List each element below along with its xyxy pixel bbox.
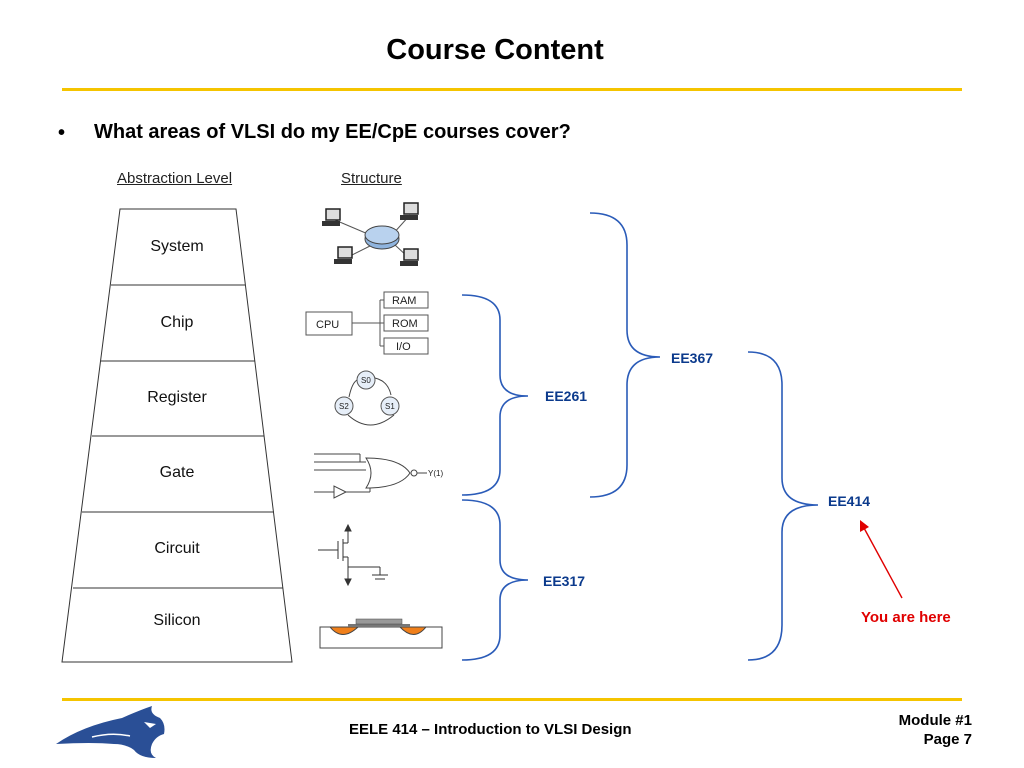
title-divider [62, 88, 962, 91]
footer-divider [62, 698, 962, 701]
module-number: Module #1 [898, 712, 972, 729]
question-text: What areas of VLSI do my EE/CpE courses … [94, 121, 571, 143]
abstraction-trapezoid [61, 208, 293, 663]
level-register: Register [147, 389, 207, 406]
ram-label: RAM [392, 295, 416, 307]
register-state-machine: S0 S2 S1 [334, 370, 400, 426]
course-ee317: EE317 [543, 573, 586, 589]
bobcat-logo [56, 706, 165, 758]
abstraction-level-header: Abstraction Level [117, 170, 233, 187]
footer-page-info: Module #1 Page 7 [899, 711, 972, 749]
level-gate: Gate [159, 464, 195, 481]
state-s1-label: S1 [385, 402, 395, 411]
level-system: System [150, 238, 204, 255]
cpu-label: CPU [316, 319, 339, 331]
level-silicon: Silicon [153, 612, 201, 629]
level-circuit: Circuit [154, 540, 200, 557]
state-s0-label: S0 [361, 376, 371, 385]
silicon-cross-section-icon [319, 618, 443, 649]
ee261-brace [461, 294, 529, 496]
bullet-marker: • [58, 122, 66, 144]
course-ee261: EE261 [545, 388, 588, 404]
level-chip: Chip [160, 314, 194, 331]
annotation-arrowhead [860, 520, 869, 532]
structure-icons: CPU RAM ROM I/O S0 S2 S1 Y( [305, 202, 443, 649]
ee367-brace [589, 212, 661, 498]
slide-title: Course Content [386, 34, 604, 66]
rom-label: ROM [392, 318, 418, 330]
ee414-brace [747, 351, 819, 661]
structure-header: Structure [341, 170, 402, 187]
chip-block-diagram: CPU RAM ROM I/O [305, 291, 429, 355]
circuit-transistor-icon [318, 523, 388, 587]
system-network-icon [322, 202, 419, 266]
gate-logic-icon: Y(1) [314, 453, 443, 499]
io-label: I/O [396, 341, 411, 353]
page-number: Page 7 [923, 731, 972, 748]
course-ee414: EE414 [828, 493, 871, 509]
gate-output-label: Y(1) [428, 469, 443, 478]
annotation-arrow [863, 527, 903, 599]
course-ee367: EE367 [671, 350, 714, 366]
state-s2-label: S2 [339, 402, 349, 411]
footer-course-title: EELE 414 – Introduction to VLSI Design [349, 721, 632, 738]
ee317-brace [461, 499, 529, 661]
you-are-here-label: You are here [861, 609, 951, 626]
